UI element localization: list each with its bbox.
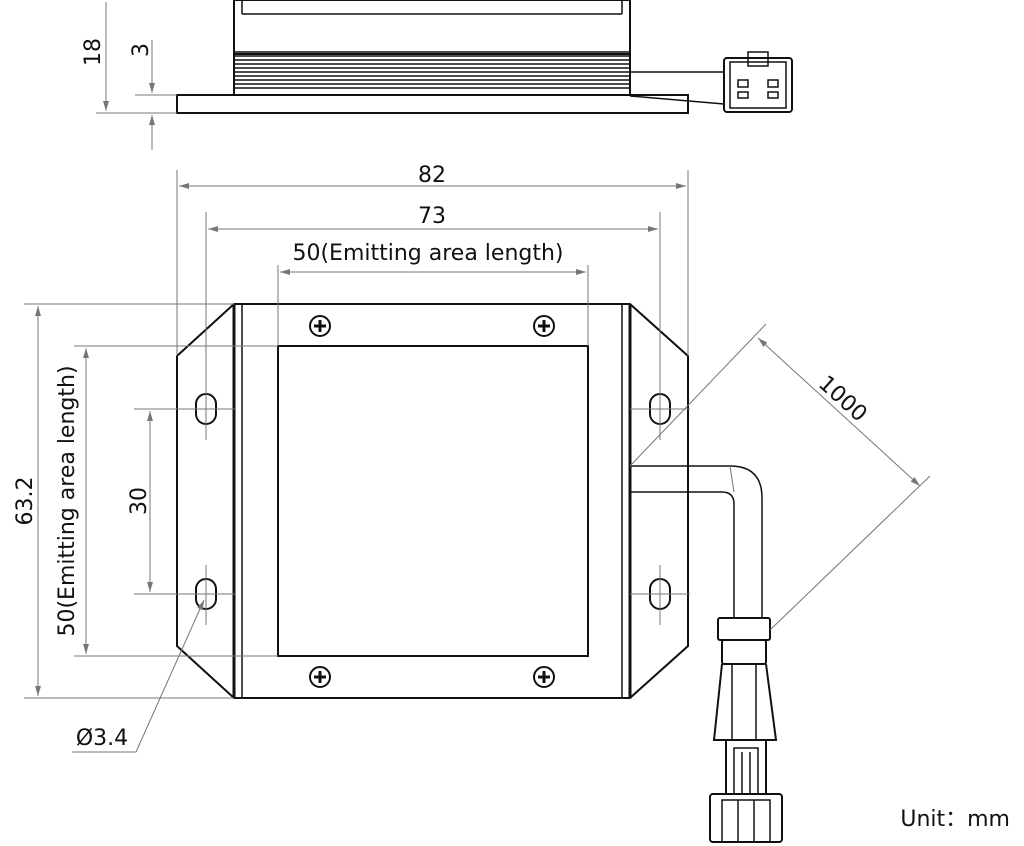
heat-sink-fins bbox=[233, 51, 631, 95]
side-connector bbox=[723, 51, 793, 113]
top-view: 82 73 50(Emitting area length) 63.2 50(E… bbox=[13, 163, 931, 843]
hole-diameter-label: Ø3.4 bbox=[76, 726, 128, 751]
side-height-label: 18 bbox=[81, 38, 106, 66]
base-thickness-label: 3 bbox=[129, 43, 154, 57]
side-view: 18 3 bbox=[81, 0, 793, 150]
unit-label: Unit：mm bbox=[900, 807, 1010, 832]
hole-spacing-label: 73 bbox=[418, 204, 446, 229]
emitting-length-v-label: 50(Emitting area length) bbox=[55, 365, 80, 636]
phillips-screw-icon bbox=[532, 314, 556, 338]
cable-length-label: 1000 bbox=[813, 371, 871, 427]
overall-height-label: 63.2 bbox=[13, 477, 38, 526]
emitting-length-h-label: 50(Emitting area length) bbox=[292, 241, 563, 266]
mounting-holes bbox=[177, 380, 690, 625]
phillips-screw-icon bbox=[308, 314, 332, 338]
cable-assembly bbox=[630, 465, 783, 843]
overall-width-label: 82 bbox=[418, 163, 446, 188]
hole-spacing-v-label: 30 bbox=[127, 487, 152, 515]
phillips-screw-icon bbox=[532, 665, 556, 689]
emitting-area bbox=[277, 345, 589, 657]
phillips-screw-icon bbox=[308, 665, 332, 689]
